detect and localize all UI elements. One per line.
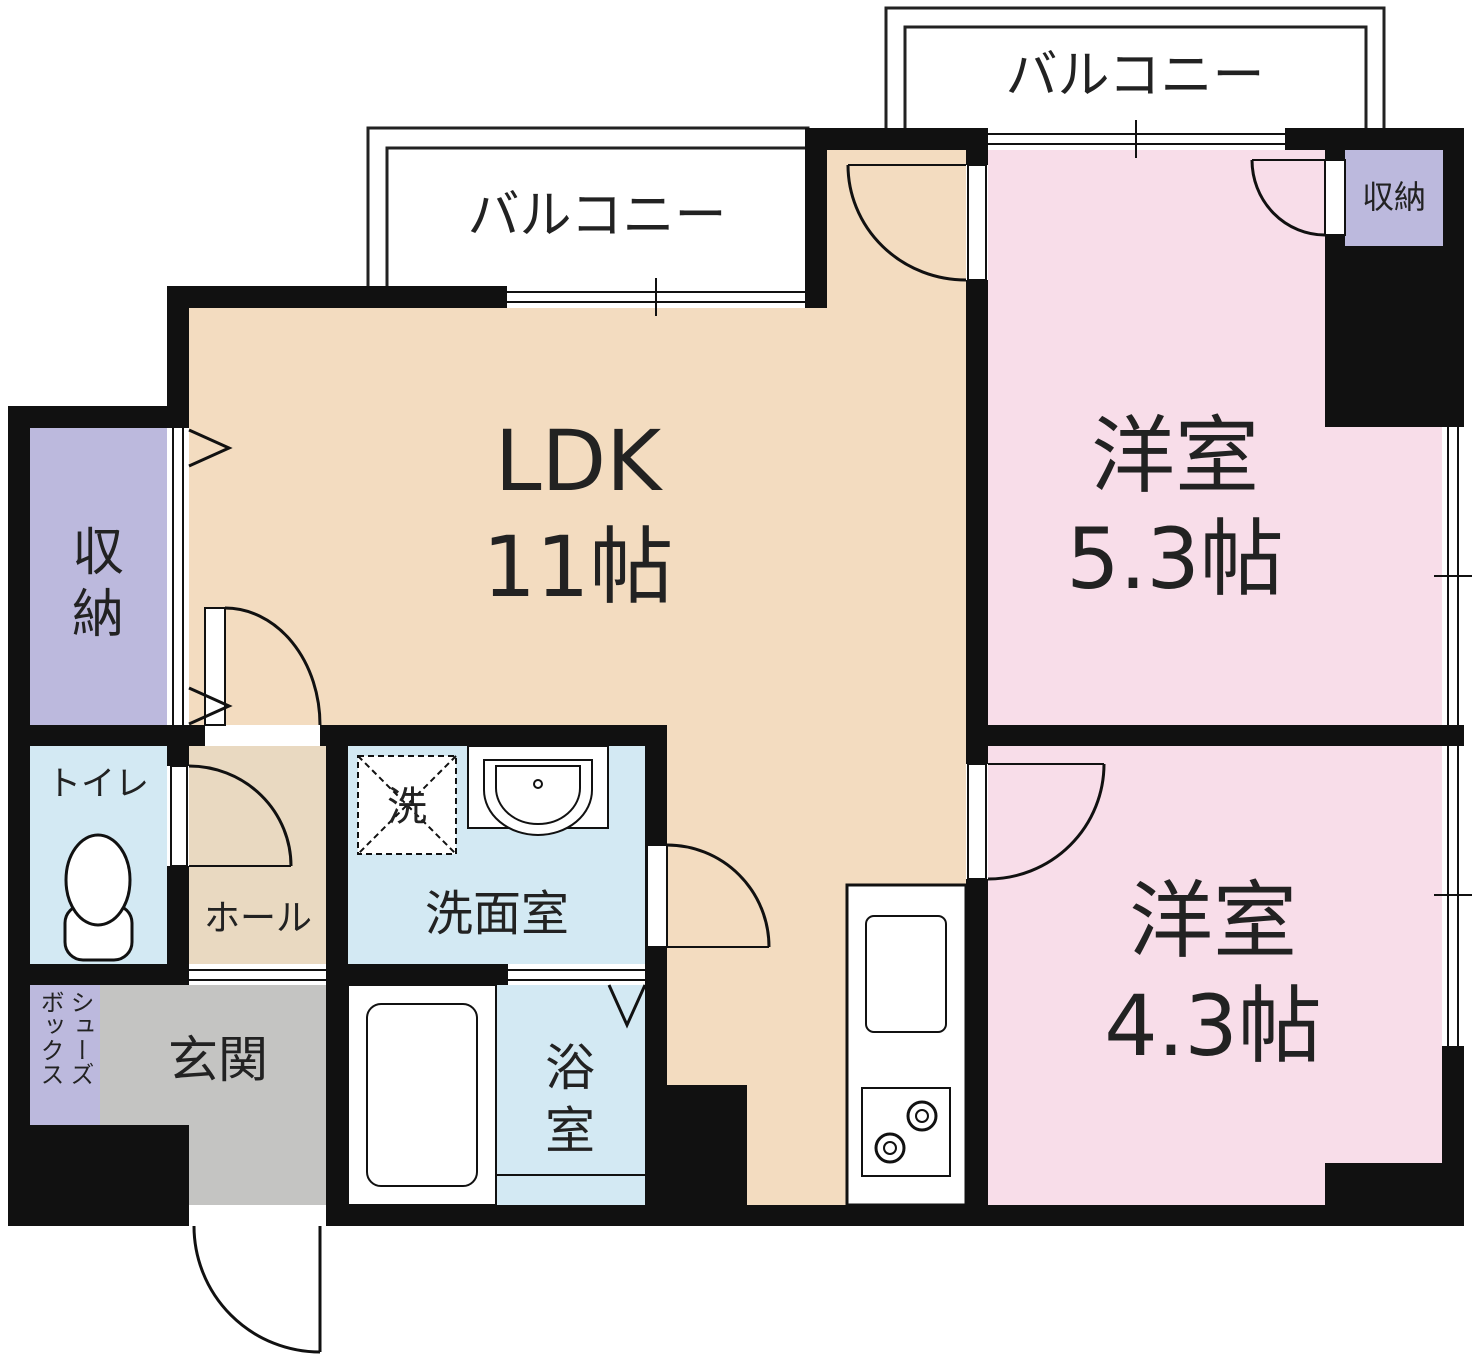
storage-left-floor: [30, 428, 167, 725]
door-western-room-2[interactable]: [966, 763, 1106, 881]
storage-top-right-floor: [1345, 150, 1443, 246]
shoe-box-label-col1: シューズ: [66, 990, 94, 1086]
western-room-1-size: 5.3帖: [1066, 510, 1284, 608]
gas-stove-icon: [861, 1087, 951, 1177]
entrance-label: 玄関: [168, 1031, 268, 1089]
door-toilet[interactable]: [167, 764, 293, 867]
western-room-2-floor: [988, 746, 1442, 1205]
door-washroom[interactable]: [646, 843, 771, 948]
bathtub-icon: [347, 984, 645, 1206]
washroom-label: 洗面室: [425, 886, 569, 942]
hall-label: ホール: [204, 898, 312, 939]
western-room-2-name: 洋室: [1129, 872, 1297, 970]
washbasin-icon: [467, 745, 609, 836]
ldk-floor: [189, 150, 966, 1205]
entrance-floor: [100, 985, 326, 1205]
western-room-1-floor: [988, 150, 1442, 725]
washing-machine-icon: [357, 755, 457, 855]
balcony-left-label: バルコニー: [468, 186, 727, 246]
door-western-room-1[interactable]: [846, 164, 988, 282]
window-balcony-left: [507, 278, 805, 316]
storage-left-label-1: 収: [72, 523, 124, 583]
bathroom-label-2: 室: [545, 1102, 595, 1160]
door-ldk-hall[interactable]: [204, 606, 322, 746]
washing-machine-label: 洗: [387, 784, 427, 830]
toilet-label: トイレ: [47, 764, 149, 804]
storage-left-label-2: 納: [72, 585, 124, 645]
balcony-right-label: バルコニー: [1006, 46, 1265, 106]
opening-hall-entrance: [189, 964, 326, 985]
western-room-1-name: 洋室: [1091, 407, 1259, 505]
shoe-box-floor: [30, 985, 100, 1125]
window-balcony-right: [988, 120, 1285, 158]
western-room-2-size: 4.3帖: [1104, 977, 1322, 1075]
door-storage-left[interactable]: [167, 428, 233, 726]
ldk-size: 11帖: [483, 518, 674, 616]
kitchen-sink-icon: [865, 915, 947, 1033]
toilet-icon: [63, 833, 134, 962]
window-western-room-1: [1434, 427, 1472, 725]
storage-top-right-label: 収納: [1362, 178, 1426, 216]
bathroom-label-1: 浴: [545, 1039, 595, 1097]
hall-floor: [189, 746, 326, 964]
window-western-room-2: [1434, 746, 1472, 1046]
door-entrance[interactable]: [189, 1205, 326, 1354]
door-bathroom[interactable]: [508, 964, 647, 1029]
door-storage-top-right[interactable]: [1250, 159, 1346, 237]
ldk-name: LDK: [495, 412, 663, 510]
shoe-box-label-col2: ボックス: [36, 990, 64, 1086]
